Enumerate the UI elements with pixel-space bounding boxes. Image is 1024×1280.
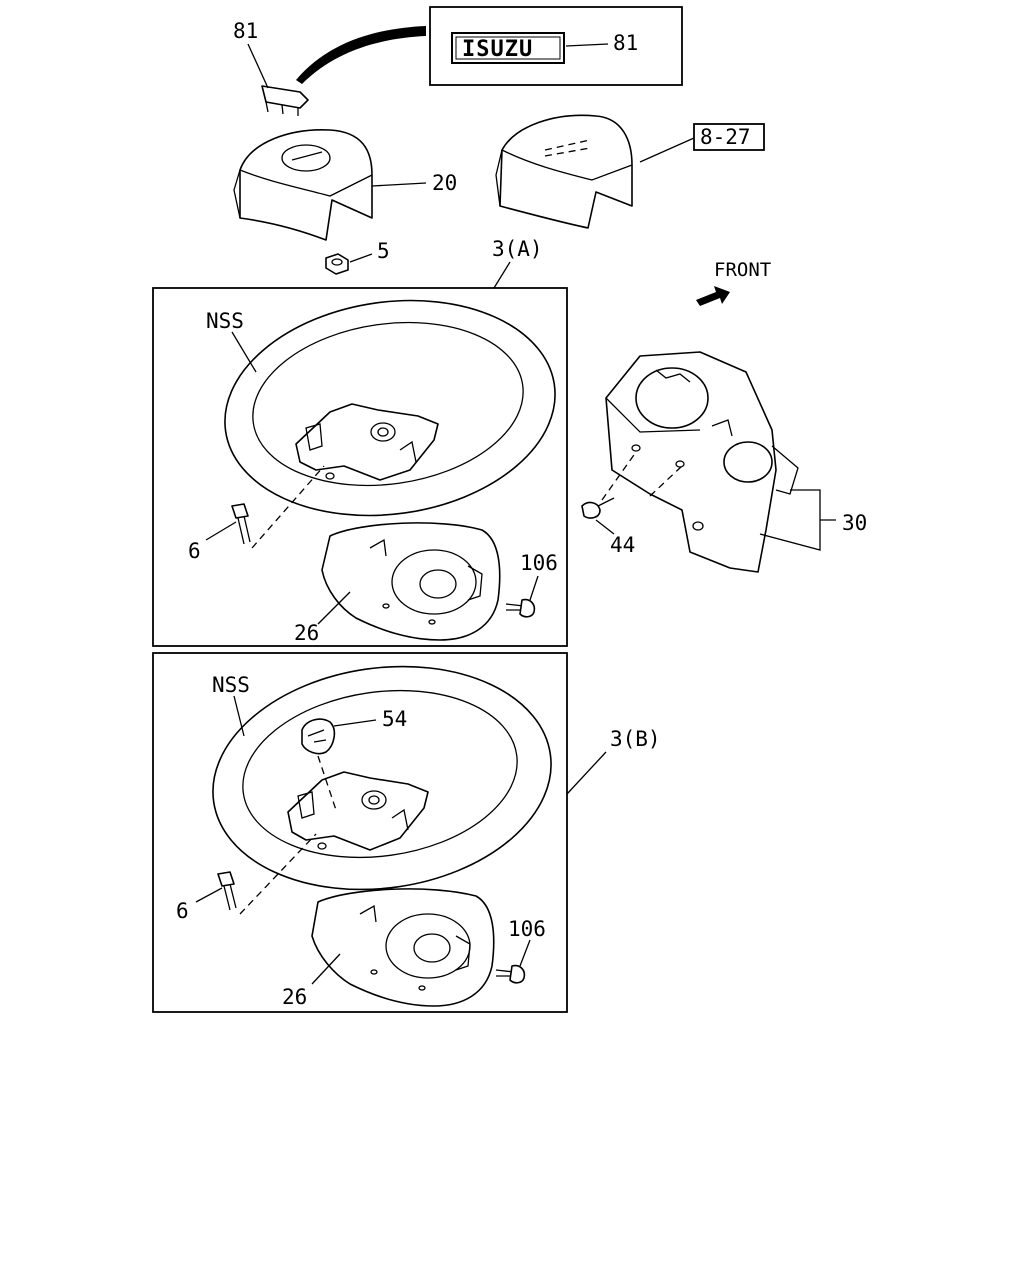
label-wheel-a: NSS xyxy=(206,309,244,333)
label-front: FRONT xyxy=(714,259,771,281)
cover-b-part xyxy=(311,888,495,1007)
label-screw-a: 106 xyxy=(520,551,558,575)
emblem-arrow xyxy=(296,26,426,84)
tapping-screw-guide-2 xyxy=(649,465,683,497)
leader-screw-a xyxy=(529,575,539,601)
leader-wheel-a xyxy=(231,331,257,373)
leader-column-cover xyxy=(759,489,836,551)
steering-wheel-a xyxy=(224,299,556,517)
leader-reference xyxy=(639,137,695,163)
leader-horn-pad xyxy=(371,182,427,187)
label-tapping-screw: 44 xyxy=(610,533,635,557)
leader-cover-b xyxy=(311,953,341,985)
horn-contact-part xyxy=(301,718,336,755)
leader-variant-b xyxy=(566,751,607,795)
cover-a-part xyxy=(321,522,501,641)
leader-horn-contact xyxy=(333,719,377,727)
emblem-detail-box xyxy=(429,6,683,86)
label-cover-b: 26 xyxy=(282,985,307,1009)
variant-a-frame xyxy=(152,287,568,647)
horn-contact-guide xyxy=(317,755,337,811)
bolt-a-part xyxy=(231,503,251,545)
bolt-b-part xyxy=(217,871,237,911)
label-variant-b: 3(B) xyxy=(610,727,661,751)
front-arrow xyxy=(696,286,730,306)
bolt-b-guide xyxy=(239,833,317,915)
screw-b-part xyxy=(495,964,526,984)
label-screw-b: 106 xyxy=(508,917,546,941)
label-bolt-b: 6 xyxy=(176,899,189,923)
steering-wheel-b xyxy=(212,665,552,891)
label-wheel-b: NSS xyxy=(212,673,250,697)
variant-b-frame xyxy=(152,652,568,1013)
leader-bolt-a xyxy=(205,521,237,541)
leader-wheel-b xyxy=(233,695,245,737)
label-nut: 5 xyxy=(377,239,390,263)
leader-tapping-screw xyxy=(595,519,615,535)
tapping-screw-part xyxy=(581,497,615,519)
screw-a-part xyxy=(505,598,536,618)
leader-screw-b xyxy=(519,939,531,967)
label-cover-a: 26 xyxy=(294,621,319,645)
emblem-part xyxy=(261,85,309,116)
nut-part xyxy=(325,253,349,275)
label-horn-pad: 20 xyxy=(432,171,457,195)
label-variant-a: 3(A) xyxy=(492,237,543,261)
label-column-cover: 30 xyxy=(842,511,867,535)
label-bolt-a: 6 xyxy=(188,539,201,563)
label-reference: 8-27 xyxy=(700,125,751,149)
leader-emblem xyxy=(247,43,269,89)
tapping-screw-guide-1 xyxy=(601,451,637,501)
leader-variant-a xyxy=(493,261,511,289)
leader-cover-a xyxy=(317,591,351,625)
column-cover-part xyxy=(605,351,799,573)
reference-pad-part xyxy=(495,114,633,229)
horn-pad-part xyxy=(233,129,373,241)
bolt-a-guide xyxy=(251,465,325,549)
leader-bolt-b xyxy=(195,887,223,903)
label-horn-contact: 54 xyxy=(382,707,407,731)
reference-box xyxy=(693,123,765,151)
label-emblem-detail: 81 xyxy=(613,31,638,55)
isuzu-logo-text: ISUZU xyxy=(462,37,533,62)
isuzu-logo-plate xyxy=(451,32,565,64)
label-emblem: 81 xyxy=(233,19,258,43)
leader-emblem-detail xyxy=(565,43,609,47)
leader-nut xyxy=(349,253,373,263)
